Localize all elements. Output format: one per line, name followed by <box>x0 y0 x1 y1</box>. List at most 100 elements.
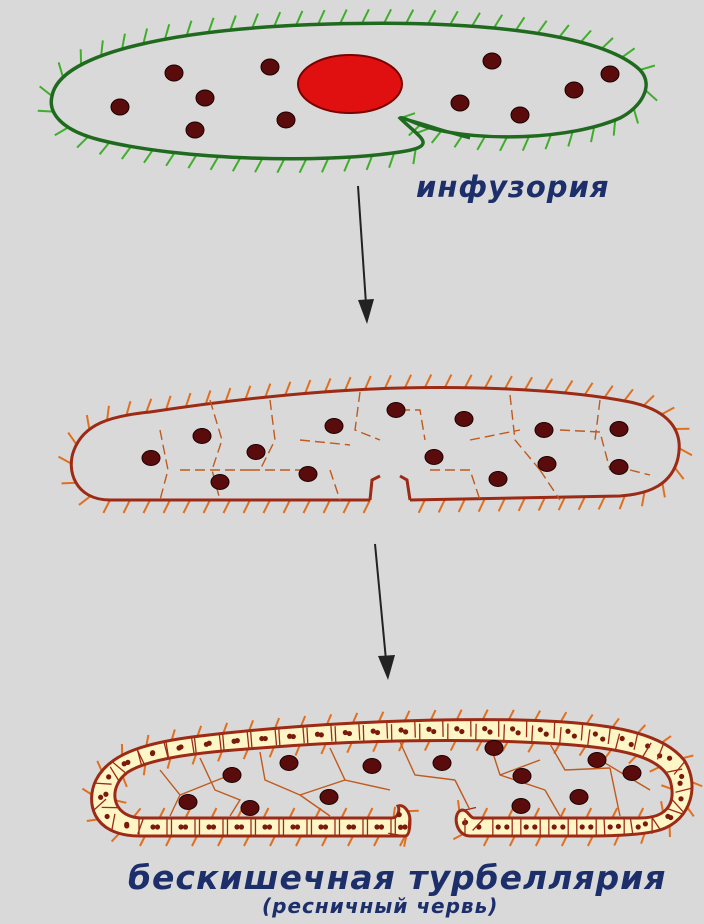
epithelial-nucleus <box>504 824 509 829</box>
cilium <box>644 396 654 406</box>
micronucleus <box>186 122 204 138</box>
nucleus <box>223 768 241 783</box>
epithelial-nucleus <box>487 729 492 734</box>
epithelial-nucleus <box>295 824 300 829</box>
cilium <box>439 499 445 512</box>
epithelial-border <box>415 721 416 738</box>
epithelial-border <box>604 819 605 836</box>
micronucleus <box>277 112 295 128</box>
cell-wall <box>180 775 230 795</box>
cilium <box>384 9 391 23</box>
epithelial-nucleus <box>150 824 155 829</box>
epithelial-nucleus <box>150 750 155 755</box>
cilium <box>255 158 262 172</box>
epithelial-nucleus <box>290 824 295 829</box>
cilium <box>274 12 280 26</box>
cilium <box>406 10 413 24</box>
cilium <box>322 158 328 172</box>
cilium <box>587 714 593 723</box>
epithelial-nucleus <box>122 761 127 766</box>
cell-wall <box>300 440 350 445</box>
cell-wall <box>545 790 560 816</box>
cilium <box>364 500 370 513</box>
nucleus <box>193 429 211 444</box>
cilium <box>525 377 532 390</box>
cilium <box>679 448 692 455</box>
epithelial-nucleus <box>496 824 501 829</box>
nucleus <box>433 756 451 771</box>
cilium <box>661 801 663 812</box>
epithelial-nucleus <box>375 730 380 735</box>
cilium <box>604 386 612 398</box>
cilium <box>244 500 251 513</box>
epithelial-nucleus <box>560 824 565 829</box>
cilium <box>362 9 369 23</box>
cilium <box>620 496 625 510</box>
epithelial-nucleus <box>398 825 403 830</box>
cilium <box>318 10 325 24</box>
turbellaria-subtitle: (ресничный червь) <box>262 894 498 918</box>
epithelial-nucleus <box>482 726 487 731</box>
epithelial-border <box>387 722 388 739</box>
cilium <box>77 137 88 148</box>
cilium <box>477 741 482 751</box>
cell-wall <box>630 470 650 475</box>
epithelial-nucleus <box>103 792 108 797</box>
cilium <box>100 142 110 154</box>
cilium <box>662 483 665 497</box>
cilium <box>538 21 547 34</box>
cilium <box>224 500 231 513</box>
cilium <box>432 131 442 143</box>
epithelial-border <box>554 721 555 738</box>
cilium <box>296 11 302 25</box>
epithelial-nucleus <box>239 824 244 829</box>
arrow-1 <box>358 186 374 324</box>
micronucleus <box>111 99 129 115</box>
cilium <box>277 159 284 173</box>
epithelial-border <box>504 724 505 741</box>
nucleus <box>320 790 338 805</box>
cilium <box>451 741 456 751</box>
cilium <box>146 399 151 413</box>
epithelial-nucleus <box>544 732 549 737</box>
cell-wall <box>430 470 480 500</box>
epithelial-nucleus <box>105 814 110 819</box>
epithelial-nucleus <box>403 729 408 734</box>
cilium <box>629 755 637 763</box>
cell-wall <box>540 470 560 500</box>
epithelial-nucleus <box>263 736 268 741</box>
epithelial-nucleus <box>516 730 521 735</box>
nucleus <box>588 753 606 768</box>
cilium <box>445 375 452 388</box>
cilium <box>535 711 540 721</box>
micronucleus <box>601 66 619 82</box>
epithelial-nucleus <box>235 738 240 743</box>
epithelial-nucleus <box>351 824 356 829</box>
cilium <box>588 836 593 846</box>
cilium <box>413 149 415 164</box>
epithelial-nucleus <box>667 756 672 761</box>
epithelial-border <box>363 725 364 742</box>
cilium <box>340 10 347 24</box>
epithelial-nucleus <box>565 729 570 734</box>
cilium <box>79 496 91 505</box>
epithelial-nucleus <box>397 812 402 817</box>
cilium <box>284 500 291 513</box>
cilium <box>40 86 52 96</box>
nucleus <box>241 801 259 816</box>
cilium <box>126 401 130 415</box>
cilium <box>385 375 391 388</box>
cilium <box>545 379 552 391</box>
epithelial-border <box>335 726 336 743</box>
epithelial-nucleus <box>588 824 593 829</box>
micronucleus <box>261 59 279 75</box>
cilium <box>459 499 465 512</box>
epithelial-nucleus <box>346 824 351 829</box>
cilium <box>59 62 63 77</box>
cilium <box>675 468 684 479</box>
epithelial-nucleus <box>262 824 267 829</box>
cilium <box>500 137 507 151</box>
cilium <box>645 90 657 100</box>
cell-wall <box>560 430 610 470</box>
